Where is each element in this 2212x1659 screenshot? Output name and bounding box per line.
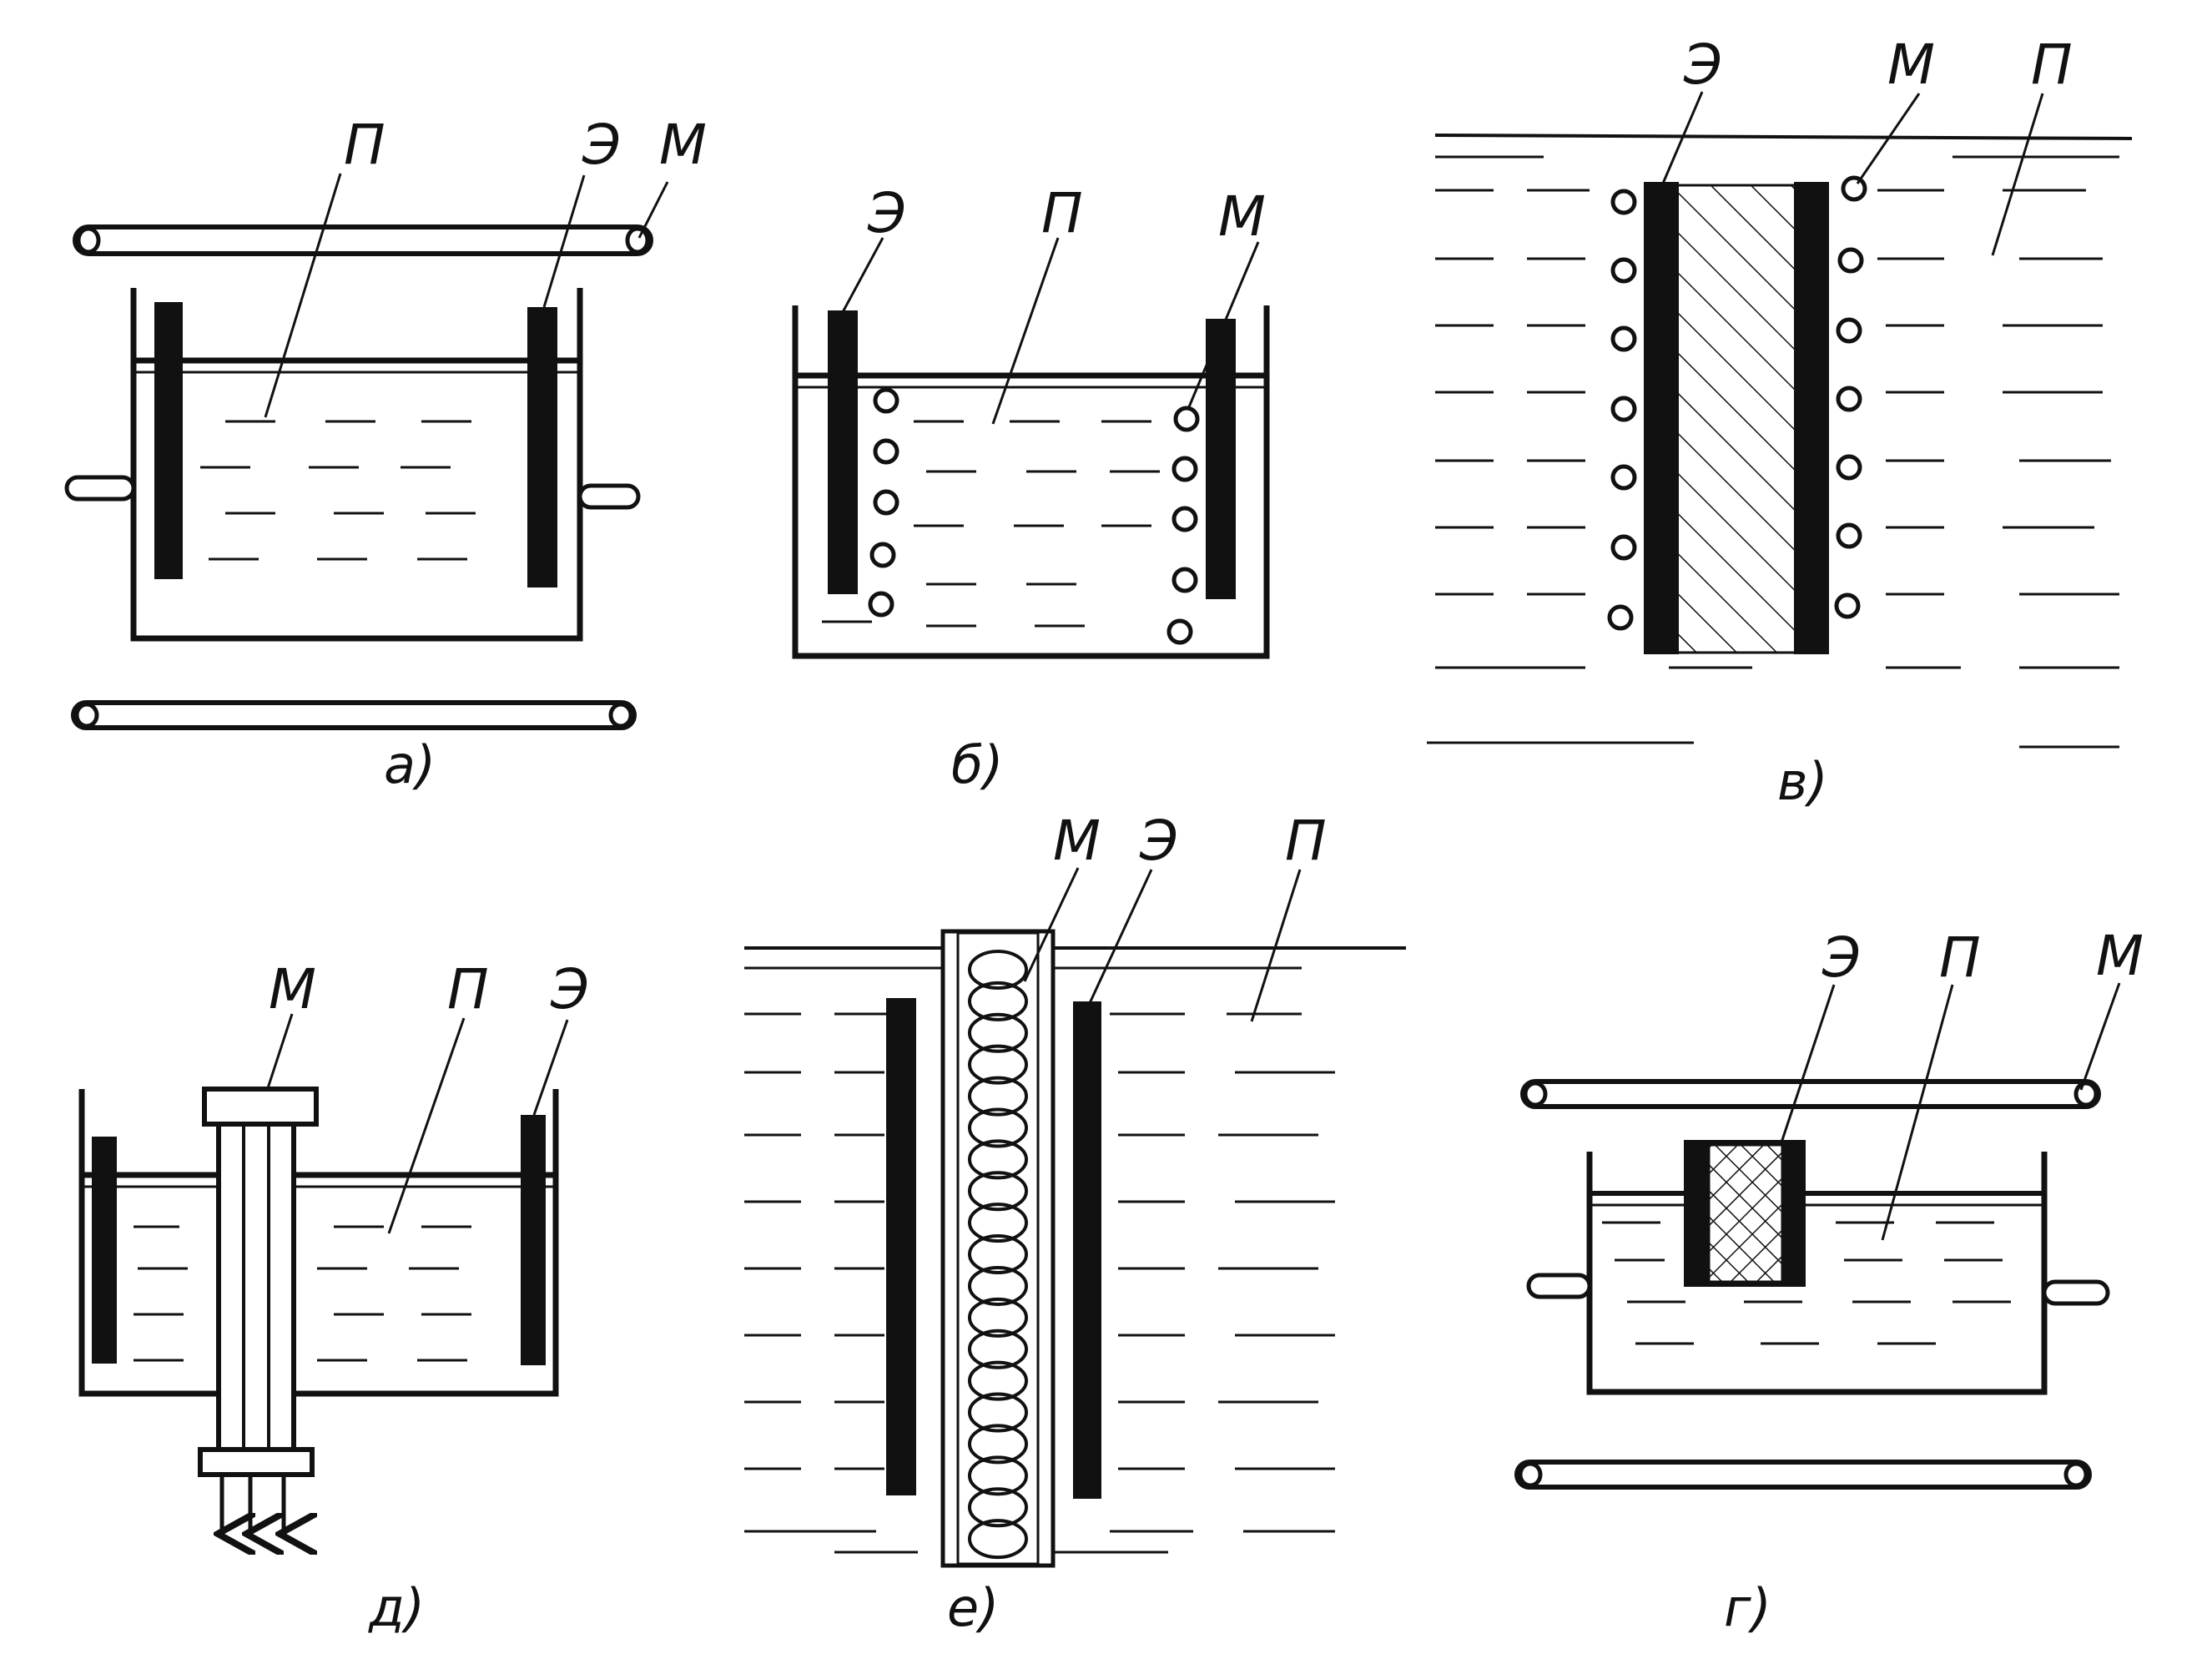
tube-end	[608, 702, 633, 729]
vessel	[130, 288, 583, 642]
label-p: П	[1041, 181, 1083, 245]
tube-end	[1518, 1461, 1543, 1488]
caption-d: д)	[368, 1577, 425, 1638]
label-p: П	[1285, 809, 1327, 873]
leader-lines	[1779, 982, 2121, 1241]
label-m: М	[1053, 809, 1101, 873]
liquid-dashes	[822, 420, 1160, 628]
caption-e: е)	[947, 1577, 999, 1638]
vessel	[792, 305, 1270, 659]
crosshatched-charge-pattern	[1707, 1143, 1784, 1283]
panel-v: Э М П в)	[1427, 33, 2133, 812]
inductor-tube-top	[1520, 1079, 2101, 1109]
electrode-right	[1073, 1001, 1101, 1499]
liquid-surface	[1434, 134, 2133, 140]
inductor-turns-left	[1607, 189, 1637, 631]
label-p: П	[2031, 33, 2073, 97]
label-m: М	[269, 957, 316, 1021]
inductor-head	[202, 1087, 319, 1127]
inductor-tube	[216, 1122, 296, 1452]
inductor-tube-bottom	[71, 700, 637, 730]
electrode-left	[886, 998, 916, 1495]
leader-lines	[841, 237, 1260, 425]
label-m: М	[1218, 184, 1266, 249]
liquid-dashes	[200, 420, 476, 561]
caption-g: г)	[1724, 1577, 1771, 1638]
electrode-left	[828, 310, 858, 594]
label-p: П	[447, 957, 489, 1021]
tube-end	[74, 702, 99, 729]
electrode-left	[154, 302, 183, 579]
side-pipe-right	[2042, 1279, 2110, 1306]
panel-e: М Э П е)	[744, 809, 1406, 1638]
panel-b: Э П М б)	[792, 181, 1270, 795]
leader-lines	[1023, 867, 1302, 1022]
label-p: П	[1939, 925, 1981, 990]
tube-end	[2063, 1461, 2089, 1488]
label-m: М	[659, 113, 707, 177]
electrode-left	[1644, 182, 1679, 654]
label-e: Э	[1683, 33, 1722, 97]
inductor-base	[198, 1447, 315, 1477]
side-pipe-left	[64, 475, 136, 502]
workpiece-core	[1675, 184, 1799, 654]
electrode-right	[521, 1115, 546, 1365]
tube-end	[625, 226, 650, 255]
label-e: Э	[1139, 809, 1178, 873]
inductor-turns-right	[1834, 175, 1867, 619]
liquid-dashes	[1427, 155, 2119, 749]
label-e: Э	[867, 181, 906, 245]
electrode-right	[527, 307, 557, 587]
inductor-tube-bottom	[1514, 1460, 2092, 1490]
side-pipe-left	[1526, 1273, 1592, 1299]
leader-lines	[1660, 91, 2044, 256]
electrode-right	[1794, 182, 1829, 654]
label-e: Э	[550, 957, 589, 1021]
electrode-left	[92, 1137, 117, 1364]
label-p: П	[344, 113, 385, 177]
tube-end	[2073, 1081, 2099, 1107]
vessel	[78, 1089, 559, 1397]
liquid-dashes	[1602, 1221, 2011, 1345]
panel-a: П Э М а)	[64, 113, 707, 795]
caption-b: б)	[951, 734, 1003, 795]
coolant-flow-arrows	[222, 1475, 284, 1534]
caption-v: в)	[1777, 751, 1828, 812]
vessel	[1586, 1152, 2048, 1395]
inductor-turns-right	[1166, 406, 1200, 645]
leader-lines	[264, 173, 669, 418]
label-e: Э	[582, 113, 621, 177]
caption-a: а)	[384, 734, 436, 795]
electrode-right	[1206, 319, 1236, 599]
liquid-dashes	[744, 966, 1335, 1554]
tube-end	[76, 226, 101, 255]
inductor-spiral	[968, 950, 1029, 1560]
tube-end	[1523, 1081, 1548, 1107]
label-m: М	[2096, 924, 2144, 988]
leader-lines	[265, 1013, 569, 1234]
panel-g: Э П М г)	[1514, 924, 2144, 1638]
liquid-dashes	[134, 1225, 471, 1362]
side-pipe-right	[577, 483, 641, 510]
label-e: Э	[1821, 925, 1861, 990]
panel-d: М П Э д)	[78, 957, 589, 1638]
inductor-tube-top	[73, 224, 653, 256]
inductor-turns-left	[868, 387, 899, 618]
label-m: М	[1887, 33, 1935, 97]
